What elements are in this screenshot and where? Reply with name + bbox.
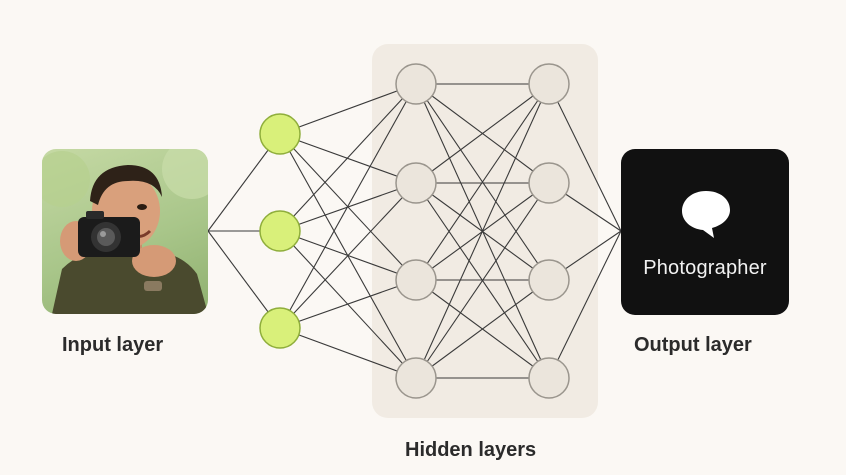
input-node-1 [259, 113, 301, 155]
nodes [259, 63, 570, 399]
output-text: Photographer [643, 257, 767, 279]
hidden-1-node-2 [395, 162, 437, 204]
edge-hidden-1-to-hidden-2 [415, 83, 550, 281]
hidden-1-node-1 [395, 63, 437, 105]
edge-input-to-hidden-1 [279, 83, 417, 232]
output-layer-label: Output layer [634, 334, 752, 356]
edge-input-to-hidden-1 [279, 279, 417, 329]
hidden-2-node-3 [528, 259, 570, 301]
hidden-2-node-4 [528, 357, 570, 399]
edge-input-to-hidden-1 [279, 182, 417, 329]
hidden-2-node-1 [528, 63, 570, 105]
input-photo [42, 149, 208, 314]
edge-input-to-hidden-1 [279, 83, 417, 135]
input-node-2 [259, 210, 301, 252]
edge-hidden-to-output [548, 83, 622, 232]
photographer-image [42, 149, 208, 314]
input-layer-label: Input layer [62, 334, 164, 356]
connections [207, 83, 622, 379]
hidden-1-node-3 [395, 259, 437, 301]
edge-input-to-hidden-1 [279, 133, 417, 184]
edge-hidden-1-to-hidden-2 [415, 182, 550, 379]
edge-hidden-1-to-hidden-2 [415, 83, 550, 379]
hidden-layers-label: Hidden layers [405, 439, 537, 461]
edge-input-to-hidden-1 [279, 327, 417, 379]
hidden-layers-panel [372, 44, 598, 418]
output-card: Photographer [621, 149, 789, 315]
input-node-3 [259, 307, 301, 349]
edge-hidden-1-to-hidden-2 [415, 279, 550, 379]
hidden-2-node-2 [528, 162, 570, 204]
edge-hidden-1-to-hidden-2 [415, 83, 550, 184]
hidden-1-node-4 [395, 357, 437, 399]
edge-hidden-to-output [548, 230, 622, 379]
speech-bubble-icon [682, 191, 730, 238]
edge-input-to-hidden-1 [279, 83, 417, 329]
